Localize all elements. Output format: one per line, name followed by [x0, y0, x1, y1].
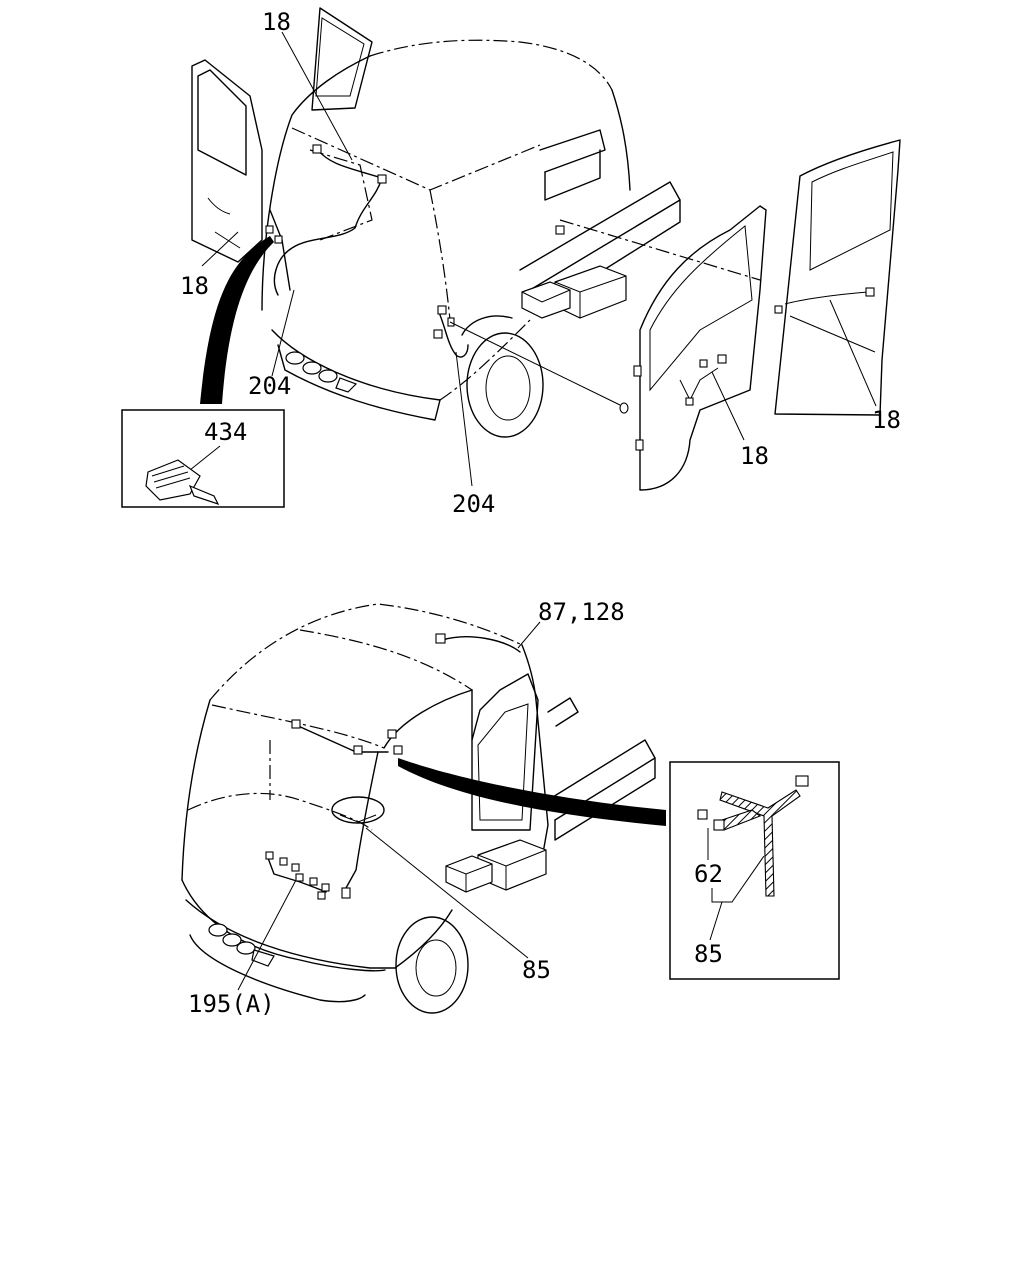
callout-204-left: 204: [248, 372, 291, 400]
callout-18-upper: 18: [262, 8, 291, 36]
leader-lines-bottom: [237, 621, 541, 991]
callout-204-center: 204: [452, 490, 495, 518]
inset-harness-detail: 62 85: [669, 761, 840, 980]
callout-85-main: 85: [522, 956, 551, 984]
right-front-door: [633, 205, 767, 491]
inset-pointer-top: [200, 236, 274, 404]
callout-85-inset: 85: [694, 940, 723, 968]
bottom-wheel: [395, 916, 469, 1014]
inset-pointer-bottom: [398, 758, 666, 826]
front-headlights: [208, 923, 275, 967]
callout-18-left: 18: [180, 272, 209, 300]
callout-87-128: 87,128: [538, 598, 625, 626]
callout-18-front-door: 18: [740, 442, 769, 470]
callout-62: 62: [694, 860, 723, 888]
batteries: [521, 265, 627, 319]
headlights: [285, 351, 358, 393]
steering-wheel: [331, 796, 385, 824]
connector-icon: [145, 459, 220, 506]
right-rear-door: [774, 139, 901, 416]
callout-18-rear-door: 18: [872, 406, 901, 434]
top-cab-illustration: 18 18 204 204 18 18: [180, 7, 901, 518]
inset-connector-434: 434: [121, 409, 285, 508]
bottom-batteries: [445, 839, 547, 893]
callout-195a: 195(A): [188, 990, 275, 1018]
left-door: [191, 59, 263, 263]
callout-434: 434: [204, 418, 247, 446]
bottom-cab-illustration: 87,128 85 195(A): [181, 598, 666, 1018]
front-wheel: [461, 315, 544, 438]
harness-junction: [697, 775, 809, 897]
cab-body: [261, 7, 761, 438]
leader-lines-top: [201, 31, 877, 487]
